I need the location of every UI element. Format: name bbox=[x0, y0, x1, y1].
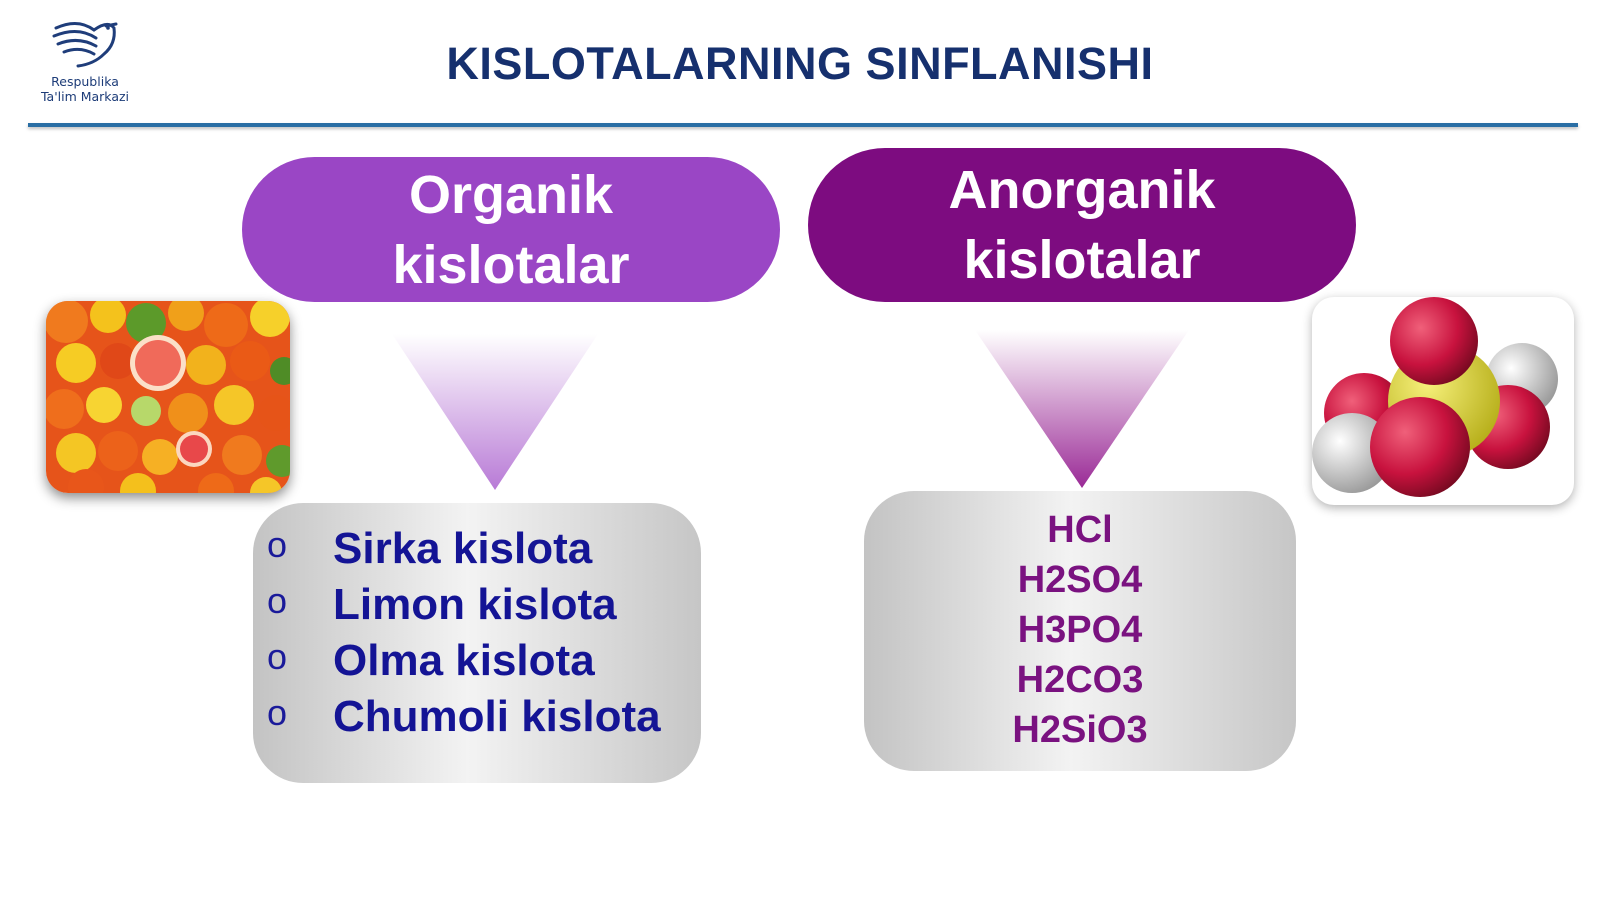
dove-logo-icon bbox=[52, 22, 118, 68]
organic-acids-heading: Organik kislotalar bbox=[242, 157, 780, 302]
inorganic-formulas-list: HCl H2SO4 H3PO4 H2CO3 H2SiO3 bbox=[864, 505, 1296, 755]
organic-acids-list-box: o Sirka kislota o Limon kislota o Olma k… bbox=[253, 503, 701, 783]
logo-text-line2: Ta'lim Markazi bbox=[40, 89, 130, 104]
organic-heading-line2: kislotalar bbox=[392, 234, 630, 295]
organic-acid-label: Sirka kislota bbox=[333, 524, 593, 573]
inorganic-acids-heading: Anorganik kislotalar bbox=[808, 148, 1356, 302]
header-divider bbox=[28, 123, 1578, 127]
inorganic-heading-line1: Anorganik bbox=[948, 160, 1216, 220]
list-item: o Chumoli kislota bbox=[263, 689, 661, 745]
molecule-model-image bbox=[1312, 297, 1574, 505]
organic-acid-label: Olma kislota bbox=[333, 636, 595, 685]
citrus-fruits-icon bbox=[46, 301, 290, 493]
logo: Respublika Ta'lim Markazi bbox=[30, 14, 140, 119]
list-item: o Limon kislota bbox=[263, 577, 661, 633]
formula-h2sio3: H2SiO3 bbox=[1012, 709, 1148, 751]
bullet-icon: o bbox=[267, 636, 288, 677]
formula-h2so4: H2SO4 bbox=[1017, 559, 1143, 601]
organic-down-arrow-icon bbox=[392, 334, 598, 490]
formula-hcl: HCl bbox=[1047, 509, 1113, 551]
inorganic-acids-list-box: HCl H2SO4 H3PO4 H2CO3 H2SiO3 bbox=[864, 491, 1296, 771]
bullet-icon: o bbox=[267, 692, 288, 733]
organic-acid-label: Chumoli kislota bbox=[333, 692, 661, 741]
organic-acids-list: o Sirka kislota o Limon kislota o Olma k… bbox=[263, 521, 661, 745]
list-item: o Olma kislota bbox=[263, 633, 661, 689]
inorganic-heading-line2: kislotalar bbox=[963, 230, 1201, 290]
inorganic-down-arrow-icon bbox=[975, 330, 1189, 488]
molecule-model-icon bbox=[1312, 297, 1558, 497]
page-title: KISLOTALARNING SINFLANISHI bbox=[446, 38, 1154, 89]
logo-text-line1: Respublika bbox=[51, 74, 119, 89]
list-item: o Sirka kislota bbox=[263, 521, 661, 577]
citrus-fruits-image bbox=[46, 301, 290, 493]
bullet-icon: o bbox=[267, 580, 288, 621]
organic-acid-label: Limon kislota bbox=[333, 580, 617, 629]
formula-h2co3: H2CO3 bbox=[1016, 659, 1144, 701]
formula-h3po4: H3PO4 bbox=[1017, 609, 1143, 651]
organic-heading-line1: Organik bbox=[408, 164, 614, 225]
bullet-icon: o bbox=[267, 524, 288, 565]
